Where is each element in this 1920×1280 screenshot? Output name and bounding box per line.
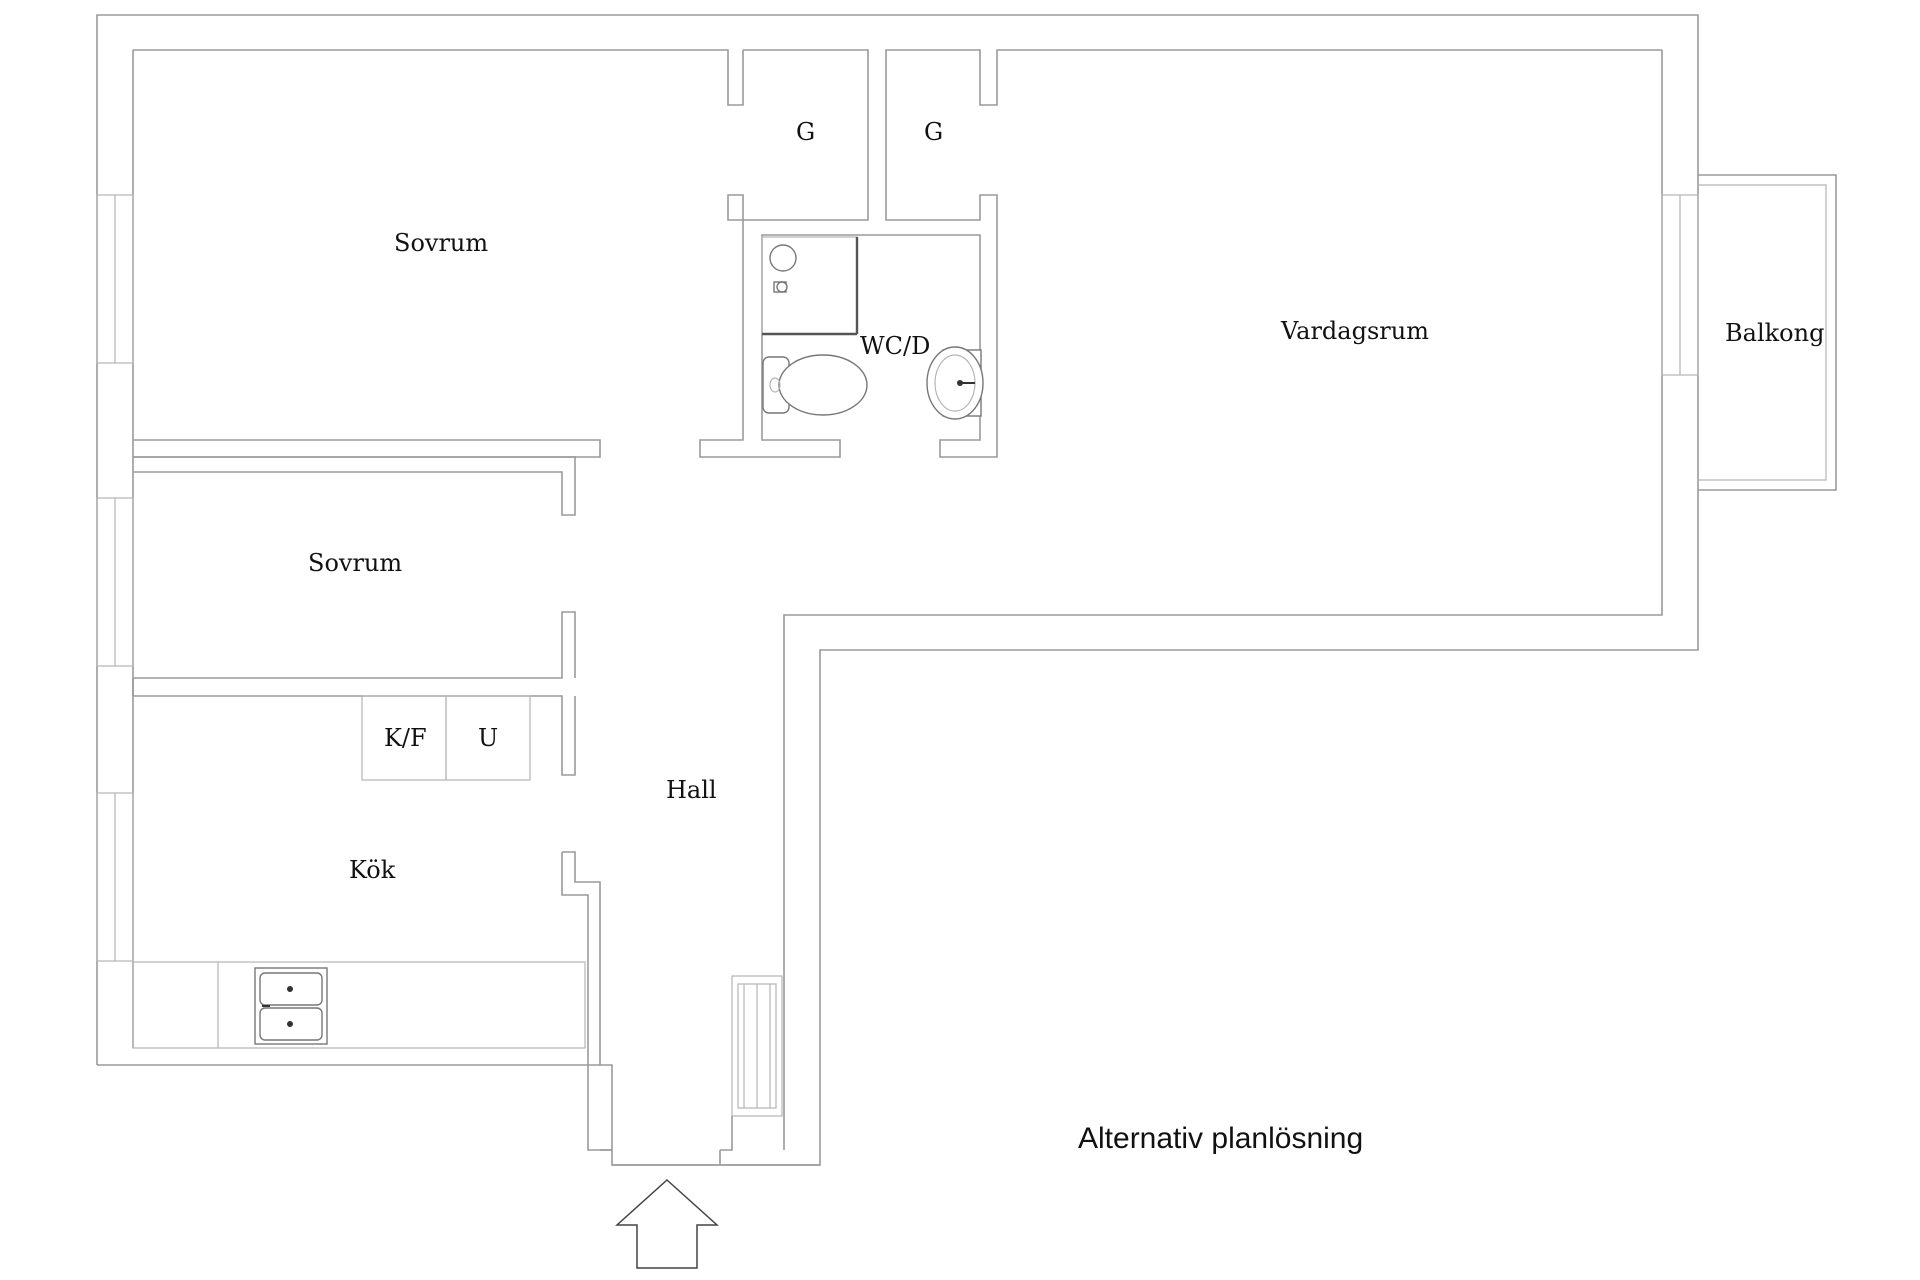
kitchen-walls [132,695,612,1151]
sink-icon [926,346,984,420]
room-label-bathroom: WC/D [860,332,930,360]
bedroom-2-walls [132,456,576,776]
outer-walls [96,14,1699,1166]
room-label-fridge-freezer: K/F [384,724,427,752]
room-label-closet-1: G [796,118,815,146]
bathroom-fixtures [761,236,984,420]
toilet-icon [762,354,868,416]
plan-caption: Alternativ planlösning [1078,1122,1363,1155]
closet-walls [699,49,1662,458]
room-label-living-room: Vardagsrum [1280,317,1429,345]
windows-left [96,194,134,962]
entrance-arrow-icon [615,1178,719,1269]
shower-drain-icon [769,244,797,272]
room-label-bedroom-2: Sovrum [308,549,402,577]
entrance-walls [600,1116,733,1165]
room-label-oven: U [478,724,498,752]
kitchen-sink-icon [254,967,328,1045]
balcony [1661,174,1837,491]
room-label-closet-2: G [924,118,943,146]
room-label-kitchen: Kök [349,856,396,884]
hall-wardrobe [731,975,783,1117]
room-label-hall: Hall [666,776,717,804]
room-label-balcony: Balkong [1725,319,1824,347]
room-label-bedroom-1: Sovrum [394,229,488,257]
